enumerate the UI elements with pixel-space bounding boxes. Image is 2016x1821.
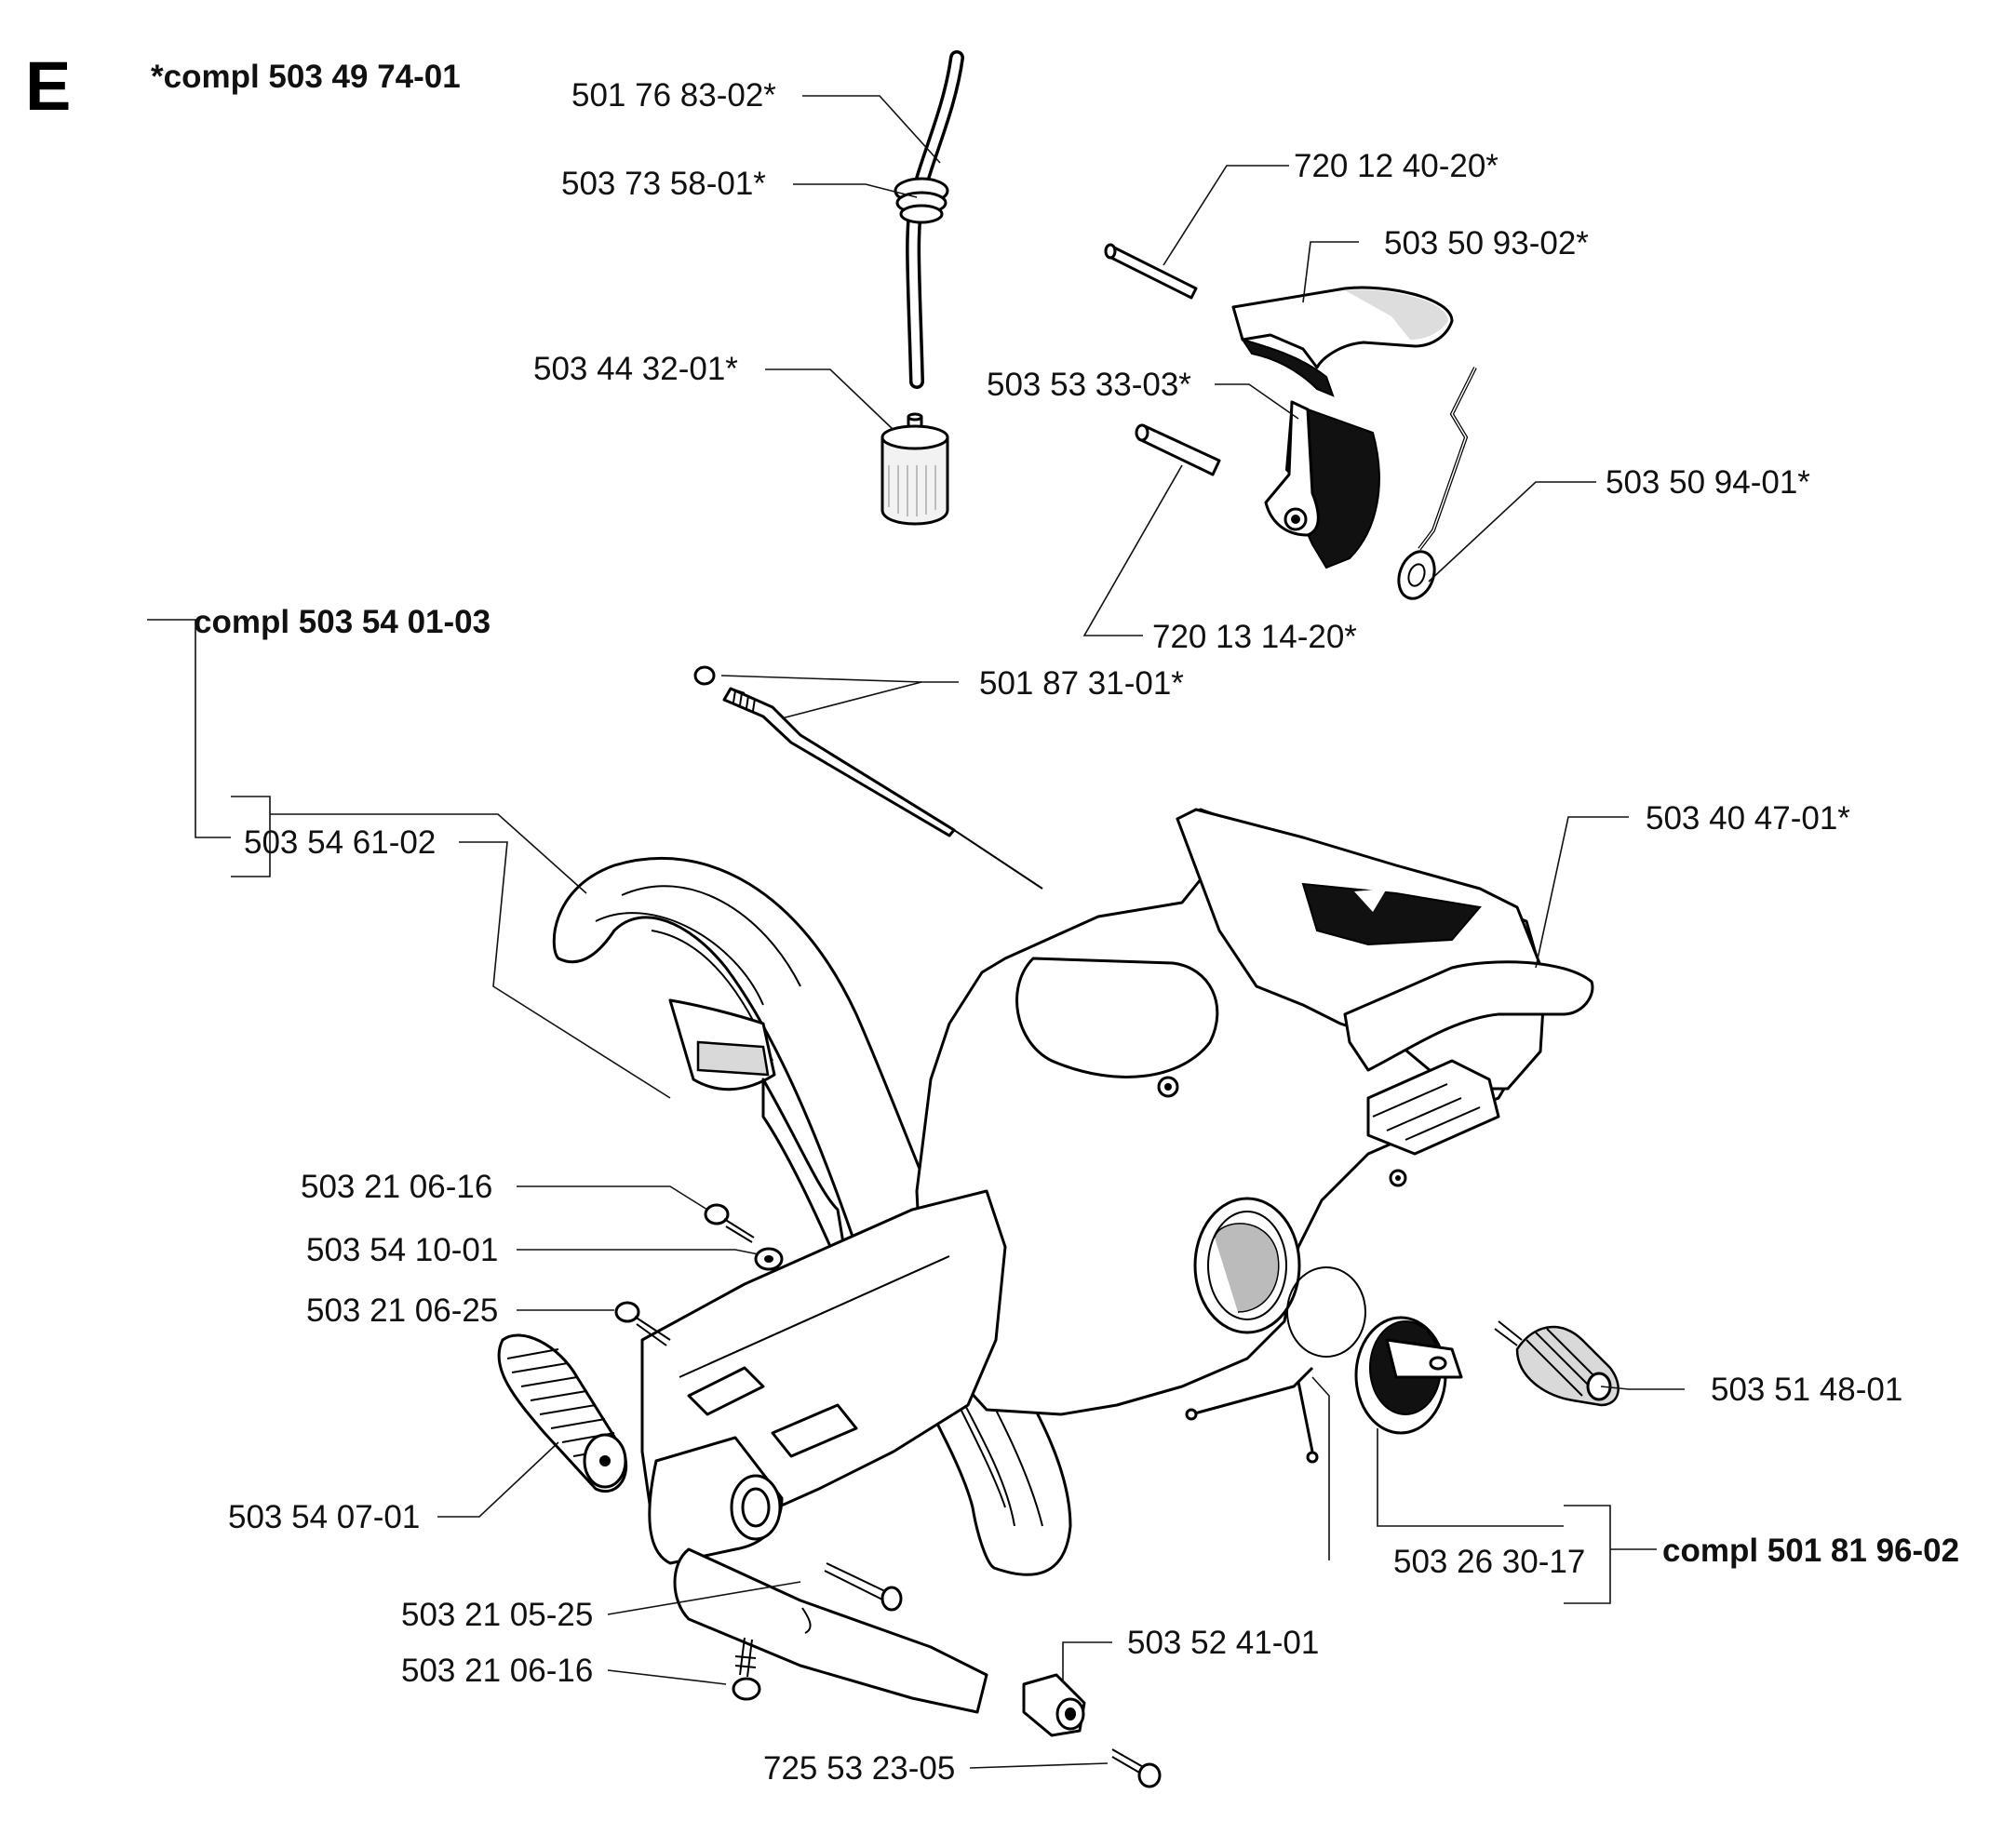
ribbed-pipe <box>497 1333 628 1493</box>
throttle-pin-lower <box>1135 423 1221 476</box>
throttle-spring <box>1397 367 1477 600</box>
part-label-503263017: 503 26 30-17 <box>1393 1544 1585 1580</box>
compl-label-handle: compl 503 54 01-03 <box>194 604 491 640</box>
part-label-503210616-a: 503 21 06-16 <box>301 1169 492 1205</box>
screw-1 <box>704 1203 755 1243</box>
part-label-503524101: 503 52 41-01 <box>1127 1625 1319 1661</box>
screw-2 <box>614 1301 671 1346</box>
part-label-720124020: 720 12 40-20* <box>1294 148 1499 184</box>
spacer-nut <box>1022 1673 1086 1737</box>
fuel-filter <box>880 412 949 526</box>
oring <box>1286 1266 1366 1358</box>
part-label-503509302: 503 50 93-02* <box>1384 225 1589 261</box>
throttle-lockout <box>1264 400 1380 569</box>
compl-label-top: *compl 503 49 74-01 <box>151 59 461 95</box>
sprocket-rim <box>1494 1320 1620 1407</box>
screw-3 <box>824 1562 903 1612</box>
throttle-trigger <box>1231 286 1454 397</box>
washer-1 <box>754 1247 784 1271</box>
screw-4 <box>732 1637 761 1701</box>
leader-lines <box>147 95 1685 1769</box>
part-label-503509401: 503 50 94-01* <box>1606 464 1810 501</box>
part-label-503735801: 503 73 58-01* <box>561 166 766 202</box>
part-label-720131420: 720 13 14-20* <box>1152 619 1357 655</box>
part-label-503533303: 503 53 33-03* <box>987 367 1191 403</box>
hose-grommet <box>894 177 949 224</box>
bar-bolt-boss <box>648 1436 784 1565</box>
screw-5 <box>1111 1748 1162 1788</box>
part-label-503514801: 503 51 48-01 <box>1711 1372 1902 1408</box>
section-letter: E <box>25 47 71 125</box>
part-label-503546102: 503 54 61-02 <box>244 824 436 861</box>
part-label-503210616-b: 503 21 06-16 <box>401 1653 593 1689</box>
adjust-needle <box>693 665 1043 890</box>
throttle-pin-upper <box>1104 243 1198 300</box>
spring-wire <box>1185 1366 1319 1464</box>
part-label-503210525: 503 21 05-25 <box>401 1597 593 1633</box>
clutch-drum <box>1354 1316 1463 1435</box>
part-label-503404701: 503 40 47-01* <box>1646 800 1850 837</box>
part-label-503540701: 503 54 07-01 <box>228 1499 420 1535</box>
crankcase <box>640 808 1594 1528</box>
part-label-501768302: 501 76 83-02* <box>571 77 776 114</box>
part-label-503541001: 503 54 10-01 <box>306 1232 498 1268</box>
part-label-501873101: 501 87 31-01* <box>979 665 1184 702</box>
compl-label-right: compl 501 81 96-02 <box>1662 1533 1959 1569</box>
part-label-725532305: 725 53 23-05 <box>763 1750 955 1787</box>
part-label-503210625: 503 21 06-25 <box>306 1292 498 1329</box>
part-label-503443201: 503 44 32-01* <box>533 351 738 387</box>
